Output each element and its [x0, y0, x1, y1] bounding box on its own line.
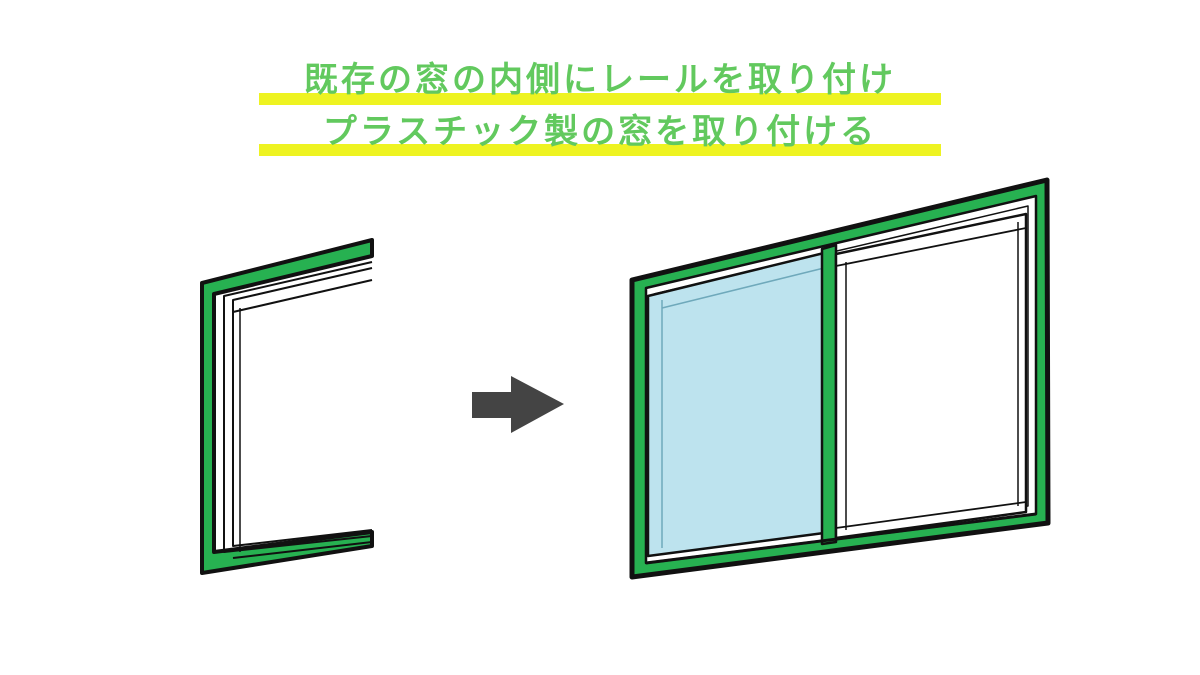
highlight-bar — [259, 93, 941, 105]
headline-text-2: プラスチック製の窓を取り付ける — [322, 112, 878, 152]
existing-window-sash-rail-bottom — [232, 541, 373, 559]
new-window — [629, 177, 1051, 580]
headline-line-1: 既存の窓の内側にレールを取り付け — [0, 60, 1200, 105]
white-pane — [834, 212, 1028, 540]
right-arrow-icon — [472, 376, 564, 433]
white-pane-rail-top — [835, 227, 1027, 267]
headline-line-2: プラスチック製の窓を取り付ける — [0, 112, 1200, 156]
glass-pane-top-line — [661, 267, 825, 309]
existing-window-sash-rail-top — [232, 279, 373, 313]
existing-window — [200, 238, 374, 575]
highlight-bar — [259, 144, 941, 156]
new-window-bottom-rail — [645, 512, 1037, 565]
white-pane-rail-bottom — [835, 501, 1027, 529]
center-mullion — [820, 243, 838, 546]
headline-text-1: 既存の窓の内側にレールを取り付け — [304, 60, 896, 100]
glass-pane — [646, 251, 826, 558]
existing-window-inner-line — [223, 261, 373, 553]
existing-window-sash — [232, 267, 373, 547]
existing-window-frame — [200, 238, 374, 575]
